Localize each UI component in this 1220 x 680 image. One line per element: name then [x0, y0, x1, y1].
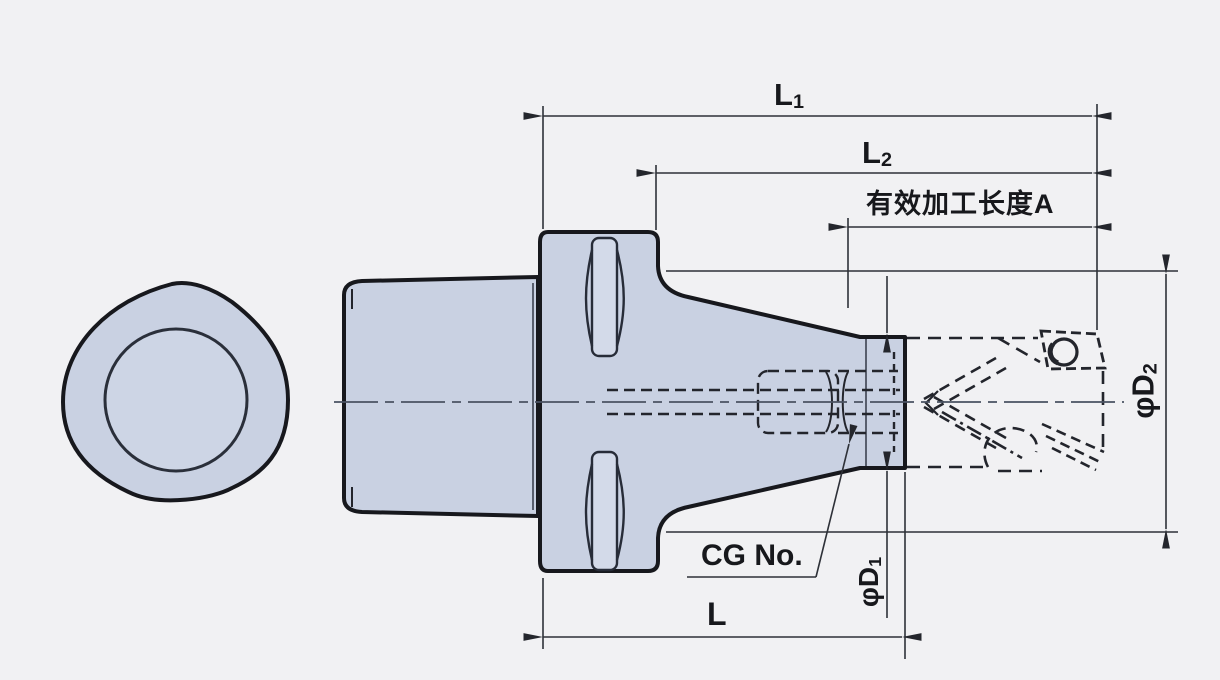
- mount-taper-apex: [924, 390, 939, 416]
- dim-label-effective-length: 有效加工长度A: [866, 189, 1055, 219]
- dim-label-d1: φD1: [853, 556, 885, 608]
- cg-leader-arrow: [815, 424, 858, 578]
- end-view: [61, 281, 290, 503]
- dim-label-cg-no: CG No.: [701, 539, 803, 572]
- shank-outline: [342, 275, 540, 518]
- phantom-cutter-head: [907, 329, 1107, 473]
- dim-label-l2: L2: [862, 135, 892, 171]
- dimensions: [523, 104, 1178, 659]
- pilot-bore-circle: [103, 327, 249, 473]
- flange-slot-bottom: [584, 450, 625, 572]
- flange-slot-top: [584, 236, 625, 358]
- dim-label-l1: L1: [774, 77, 804, 113]
- insert-outline: [1039, 329, 1107, 371]
- insert-screw-slot: [1047, 342, 1060, 366]
- side-view: [334, 230, 1124, 573]
- dim-label-d2: φD2: [1125, 363, 1162, 419]
- dim-label-l: L: [707, 596, 727, 632]
